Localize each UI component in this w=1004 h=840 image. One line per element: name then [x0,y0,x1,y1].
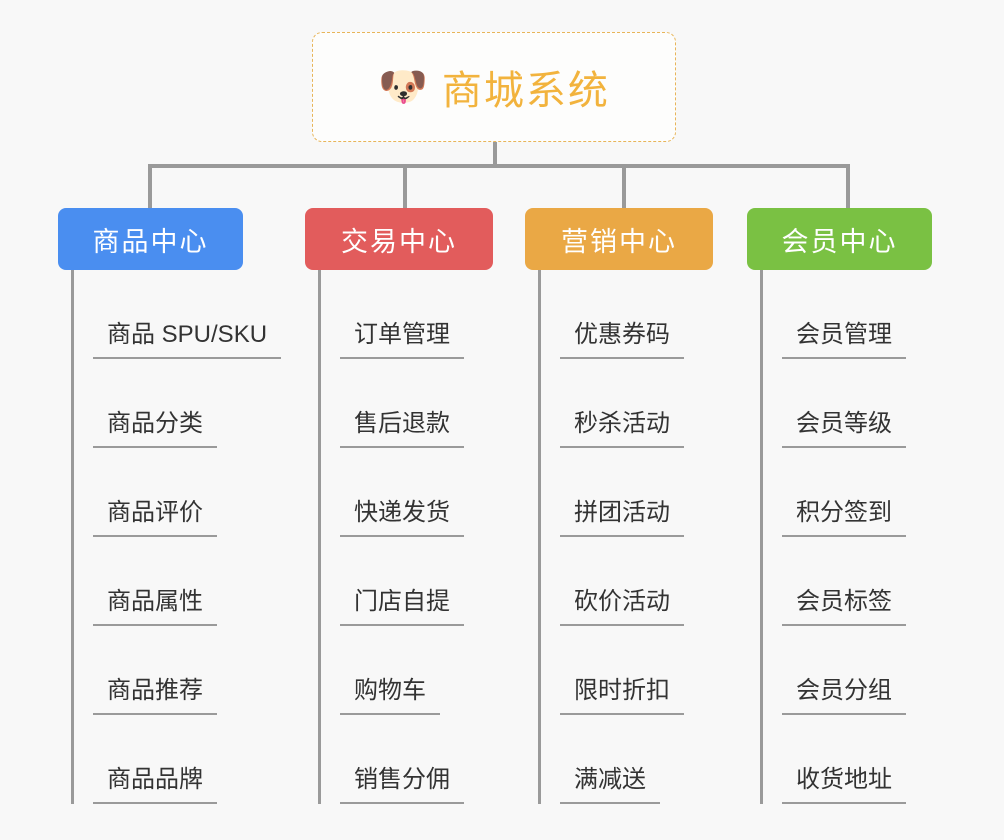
list-item[interactable]: 收货地址 [760,715,932,804]
leaf-label: 商品分类 [93,412,217,448]
branch-header-2[interactable]: 交易中心 [305,208,493,270]
leaf-label: 购物车 [340,679,440,715]
list-item[interactable]: 砍价活动 [538,537,713,626]
list-item[interactable]: 商品分类 [71,359,243,448]
leaf-label: 快递发货 [340,501,464,537]
connector-drop-4 [846,164,850,209]
branch-body-2: 订单管理 售后退款 快递发货 门店自提 购物车 销售分佣 [305,270,493,804]
list-item[interactable]: 会员分组 [760,626,932,715]
leaf-label: 会员标签 [782,590,906,626]
branch-header-label-4: 会员中心 [781,226,898,257]
list-item[interactable]: 会员等级 [760,359,932,448]
branch-header-1[interactable]: 商品中心 [58,208,243,270]
leaf-label: 订单管理 [340,323,464,359]
leaf-label: 限时折扣 [560,679,684,715]
branch-marketing-center: 营销中心 优惠券码 秒杀活动 拼团活动 砍价活动 限时折扣 满减送 [525,208,713,804]
branch-header-label-1: 商品中心 [92,226,209,257]
leaf-label: 优惠券码 [560,323,684,359]
leaf-label: 积分签到 [782,501,906,537]
branch-body-1: 商品 SPU/SKU 商品分类 商品评价 商品属性 商品推荐 商品品牌 [58,270,282,804]
branch-trade-center: 交易中心 订单管理 售后退款 快递发货 门店自提 购物车 销售分佣 [305,208,493,804]
branch-header-label-3: 营销中心 [561,226,677,257]
leaf-label: 售后退款 [340,412,464,448]
list-item[interactable]: 门店自提 [318,537,493,626]
connector-drop-1 [148,164,152,209]
list-item[interactable]: 销售分佣 [318,715,493,804]
leaf-label: 砍价活动 [560,590,684,626]
list-item[interactable]: 限时折扣 [538,626,713,715]
branch-trunk-4 [760,270,763,804]
dog-face-icon: 🐶 [378,65,428,109]
branch-trunk-1 [71,270,74,804]
list-item[interactable]: 拼团活动 [538,448,713,537]
list-item[interactable]: 售后退款 [318,359,493,448]
connector-root-stem [493,142,497,168]
leaf-label: 秒杀活动 [560,412,684,448]
list-item[interactable]: 会员管理 [760,270,932,359]
branch-body-4: 会员管理 会员等级 积分签到 会员标签 会员分组 收货地址 [747,270,932,804]
list-item[interactable]: 订单管理 [318,270,493,359]
root-node[interactable]: 🐶 商城系统 [312,32,676,142]
list-item[interactable]: 会员标签 [760,537,932,626]
list-item[interactable]: 商品属性 [71,537,243,626]
list-item[interactable]: 优惠券码 [538,270,713,359]
leaf-label: 商品属性 [93,590,217,626]
connector-drop-3 [622,164,626,209]
list-item[interactable]: 商品评价 [71,448,243,537]
list-item[interactable]: 秒杀活动 [538,359,713,448]
branch-trunk-2 [318,270,321,804]
list-item[interactable]: 商品推荐 [71,626,243,715]
list-item[interactable]: 商品品牌 [71,715,243,804]
branch-product-center: 商品中心 商品 SPU/SKU 商品分类 商品评价 商品属性 商品推荐 商品品牌 [58,208,282,804]
root-title: 商城系统 [441,69,610,113]
leaf-label: 商品 SPU/SKU [93,323,282,359]
leaf-label: 拼团活动 [560,501,684,537]
leaf-label: 会员分组 [782,679,906,715]
list-item[interactable]: 购物车 [318,626,493,715]
leaf-label: 满减送 [560,768,660,804]
branch-header-3[interactable]: 营销中心 [525,208,713,270]
leaf-label: 商品品牌 [93,768,217,804]
branch-member-center: 会员中心 会员管理 会员等级 积分签到 会员标签 会员分组 收货地址 [747,208,932,804]
connector-horizontal-bus [148,164,848,168]
list-item[interactable]: 满减送 [538,715,713,804]
branch-body-3: 优惠券码 秒杀活动 拼团活动 砍价活动 限时折扣 满减送 [525,270,713,804]
connector-drop-2 [403,164,407,209]
branch-trunk-3 [538,270,541,804]
branch-header-label-2: 交易中心 [341,226,457,257]
leaf-label: 会员管理 [782,323,906,359]
leaf-label: 销售分佣 [340,768,464,804]
leaf-label: 商品评价 [93,501,217,537]
list-item[interactable]: 商品 SPU/SKU [71,270,282,359]
list-item[interactable]: 积分签到 [760,448,932,537]
leaf-label: 收货地址 [782,768,906,804]
list-item[interactable]: 快递发货 [318,448,493,537]
leaf-label: 门店自提 [340,590,464,626]
leaf-label: 商品推荐 [93,679,217,715]
branch-header-4[interactable]: 会员中心 [747,208,932,270]
leaf-label: 会员等级 [782,412,906,448]
